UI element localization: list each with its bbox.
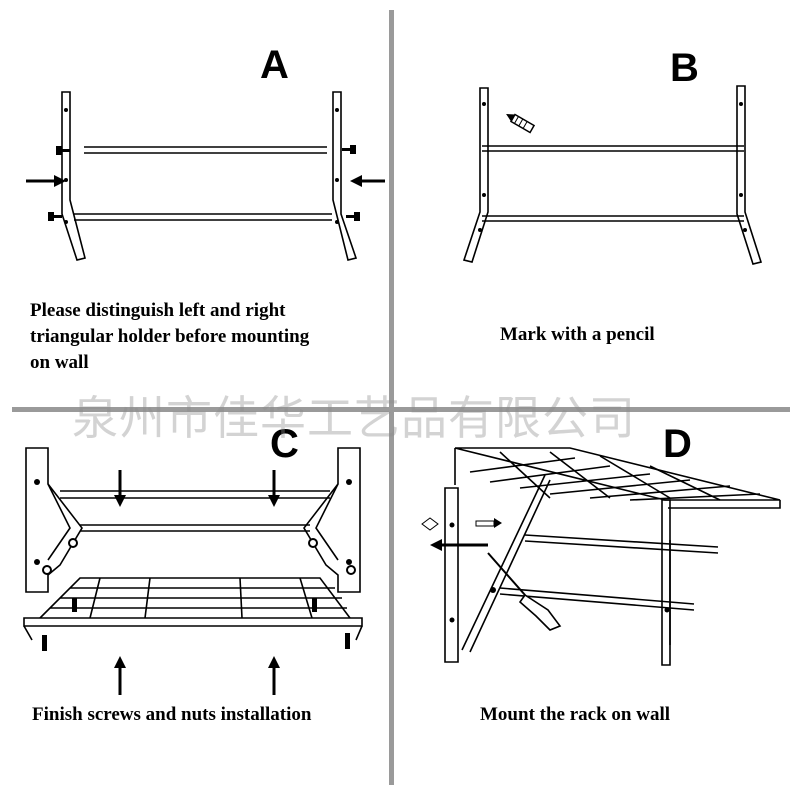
caption-line: triangular holder before mounting [30,326,310,347]
caption-line: Finish screws and nuts installation [32,704,312,725]
right-holder [332,91,358,261]
left-holder [61,91,86,261]
middle-rail [80,524,310,532]
rail [524,534,719,554]
step-d-caption: Mount the rack on wall [480,702,670,728]
step-b-panel: B Mark with a pencil [400,0,800,400]
step-c-letter: C [270,422,299,466]
shelf-frame [23,617,363,627]
wall-plate-right [661,499,671,666]
wall-anchor-icon [421,517,502,531]
wall-plate [444,487,459,663]
arrow-icon [114,470,280,695]
top-rail [60,490,330,499]
pencil-icon [506,113,536,134]
step-d-illustration [421,447,781,666]
caption-line: Please distinguish left and right [30,300,286,321]
step-a-panel: A Please distingui [0,0,400,400]
arrow-icon [26,175,385,187]
right-bracket [303,447,361,593]
step-d-panel: D [400,400,800,800]
step-b-illustration [462,85,763,265]
left-bracket [25,447,83,593]
arrow-icon [430,539,488,551]
step-d-letter: D [663,422,692,466]
caption-line: Mark with a pencil [500,324,655,345]
step-a-illustration [26,91,385,261]
step-b-letter: B [670,46,699,90]
brace [461,474,551,653]
step-c-illustration [23,447,363,695]
bottom-rail [482,215,744,222]
step-b-caption: Mark with a pencil [500,322,655,348]
top-rail [84,146,327,154]
screw-icon [48,145,360,221]
step-a-caption: Please distinguish left and right triang… [30,298,309,376]
caption-line: on wall [30,352,89,373]
top-rail [482,145,744,152]
rail [499,587,695,611]
vertical-divider [389,10,394,785]
caption-line: Mount the rack on wall [480,704,670,725]
right-holder [736,85,763,265]
screw-icon [42,598,350,651]
watermark: 泉州市佳华工艺品有限公司 [72,391,636,445]
bottom-rail [74,213,332,221]
left-holder [462,87,489,263]
step-c-panel: C [0,400,400,800]
step-c-caption: Finish screws and nuts installation [32,702,311,728]
step-a-letter: A [260,43,289,87]
screwdriver-icon [487,552,562,631]
horizontal-divider [12,407,790,412]
